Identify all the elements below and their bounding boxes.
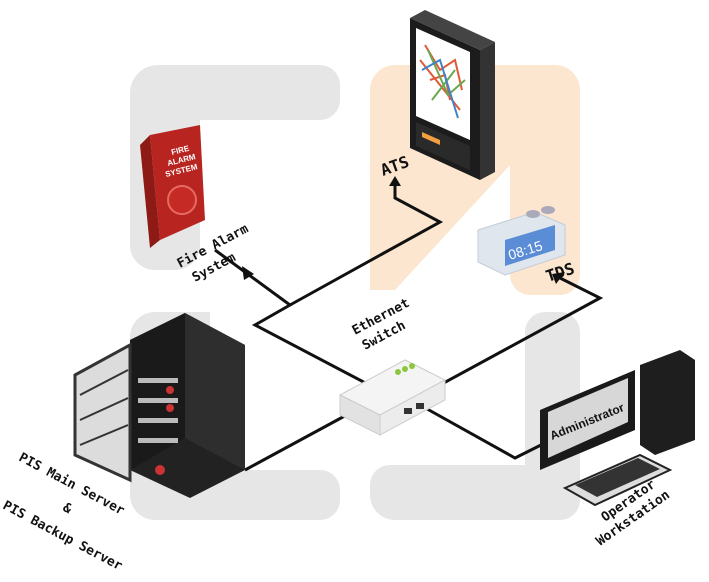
arrow-ats (389, 176, 401, 186)
workstation-device: Administrator (540, 350, 695, 507)
ethernet-switch-device (338, 359, 447, 436)
link-workstation (419, 403, 546, 460)
tds-device: 08:15 (477, 206, 566, 276)
background-shape-bottom-right (370, 312, 580, 520)
link-fire-alarm (214, 248, 376, 390)
arrow-tds (552, 272, 565, 284)
arrow-fire-alarm (242, 266, 254, 280)
ats-device (410, 10, 495, 180)
link-tds (439, 276, 604, 387)
server-rack-device (73, 313, 245, 498)
fire-alarm-device: FIRE ALARM SYSTEM (140, 125, 205, 248)
servers-label-line2: & (60, 500, 74, 517)
link-ats (289, 182, 444, 307)
connections (214, 182, 604, 472)
fire-alarm-device-text-1: FIRE (170, 144, 191, 157)
